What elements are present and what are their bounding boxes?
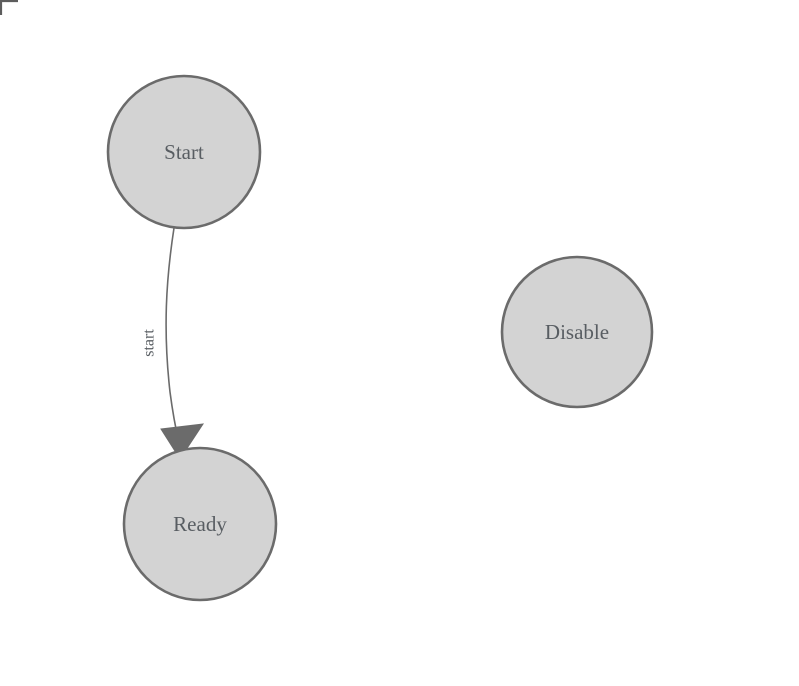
node-ready-circle[interactable] xyxy=(122,446,278,602)
node-disable-label: Disable xyxy=(545,320,609,344)
arrowhead-icon xyxy=(160,423,205,460)
node-disable-circle[interactable] xyxy=(500,255,654,409)
edge-path-start-to-ready xyxy=(165,227,180,444)
edge-start-to-ready: start xyxy=(141,227,205,460)
node-disable[interactable]: Disable xyxy=(500,255,654,409)
node-start-circle[interactable] xyxy=(106,74,262,230)
crop-mark-top-left xyxy=(0,0,18,15)
node-ready-label: Ready xyxy=(173,512,227,536)
node-start-label: Start xyxy=(164,140,204,164)
node-start[interactable]: Start xyxy=(106,74,262,230)
node-ready[interactable]: Ready xyxy=(122,446,278,602)
edge-label-start: start xyxy=(141,329,158,357)
